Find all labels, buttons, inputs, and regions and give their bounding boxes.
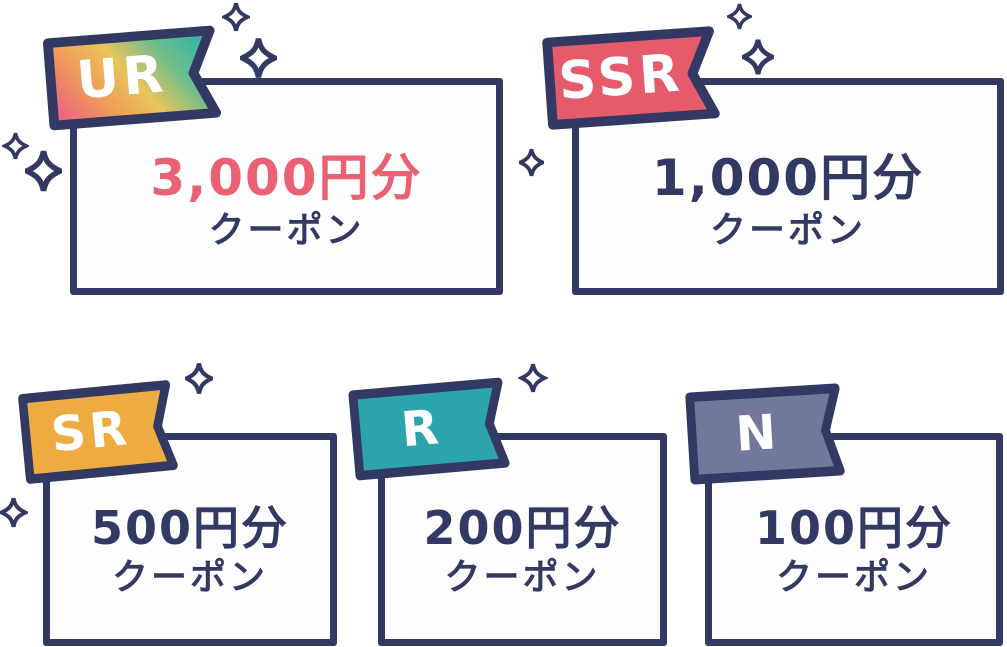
rarity-label: UR — [74, 43, 170, 111]
sparkle-icon — [222, 2, 250, 32]
sparkle-icon — [727, 3, 752, 30]
rarity-label: SR — [48, 399, 134, 463]
rarity-label: R — [399, 398, 445, 458]
rarity-badge-r: R — [346, 375, 512, 482]
rarity-label: N — [734, 403, 782, 463]
coupon-value: 500円分 — [90, 501, 290, 555]
rarity-badge-n: N — [683, 381, 847, 486]
rarity-label: SSR — [556, 42, 686, 112]
coupon-label: クーポン — [444, 557, 601, 598]
sparkle-icon — [240, 37, 277, 79]
sparkle-icon — [518, 363, 548, 393]
sparkle-icon — [742, 37, 774, 77]
flag-ribbon-icon — [18, 380, 178, 484]
sparkle-icon — [25, 148, 62, 194]
coupon-label: クーポン — [111, 557, 268, 598]
flag-ribbon-icon — [685, 383, 845, 485]
rarity-badge-ur: UR — [41, 23, 224, 133]
coupon-value: 3,000円分 — [150, 149, 423, 207]
coupon-label: クーポン — [775, 557, 932, 598]
flag-ribbon-icon — [348, 377, 510, 481]
flag-ribbon-icon — [542, 26, 720, 130]
rarity-badge-sr: SR — [16, 378, 180, 487]
coupon-value: 200円分 — [423, 501, 622, 555]
coupon-label: クーポン — [709, 210, 866, 251]
rarity-badge-ssr: SSR — [540, 24, 722, 132]
coupon-card-ur: 3,000円分 クーポン — [70, 78, 503, 295]
flag-ribbon-icon — [42, 25, 222, 131]
sparkle-icon — [0, 497, 28, 528]
coupon-value: 1,000円分 — [651, 149, 925, 207]
sparkle-icon — [185, 362, 213, 395]
coupon-value: 100円分 — [754, 501, 954, 555]
coupon-label: クーポン — [208, 210, 365, 251]
sparkle-icon — [519, 148, 544, 177]
